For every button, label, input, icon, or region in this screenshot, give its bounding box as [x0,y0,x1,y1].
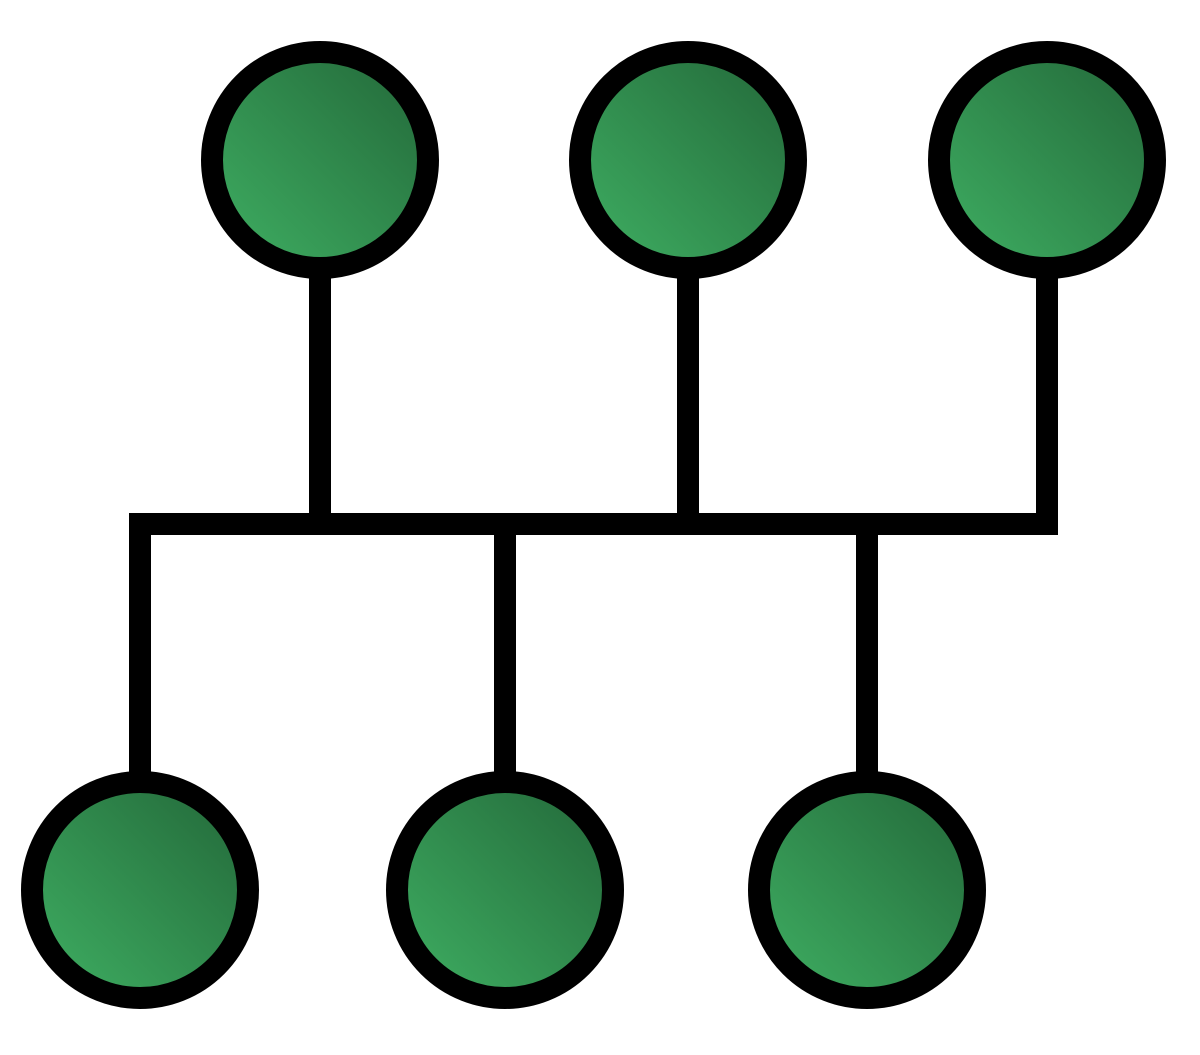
node-bottom-3 [748,771,986,1009]
node-top-1 [201,41,439,279]
connection-lines [129,149,1058,901]
network-nodes [21,41,1166,1009]
node-top-2 [569,41,807,279]
node-bottom-1 [21,771,259,1009]
node-bottom-2 [386,771,624,1009]
node-top-3 [928,41,1166,279]
